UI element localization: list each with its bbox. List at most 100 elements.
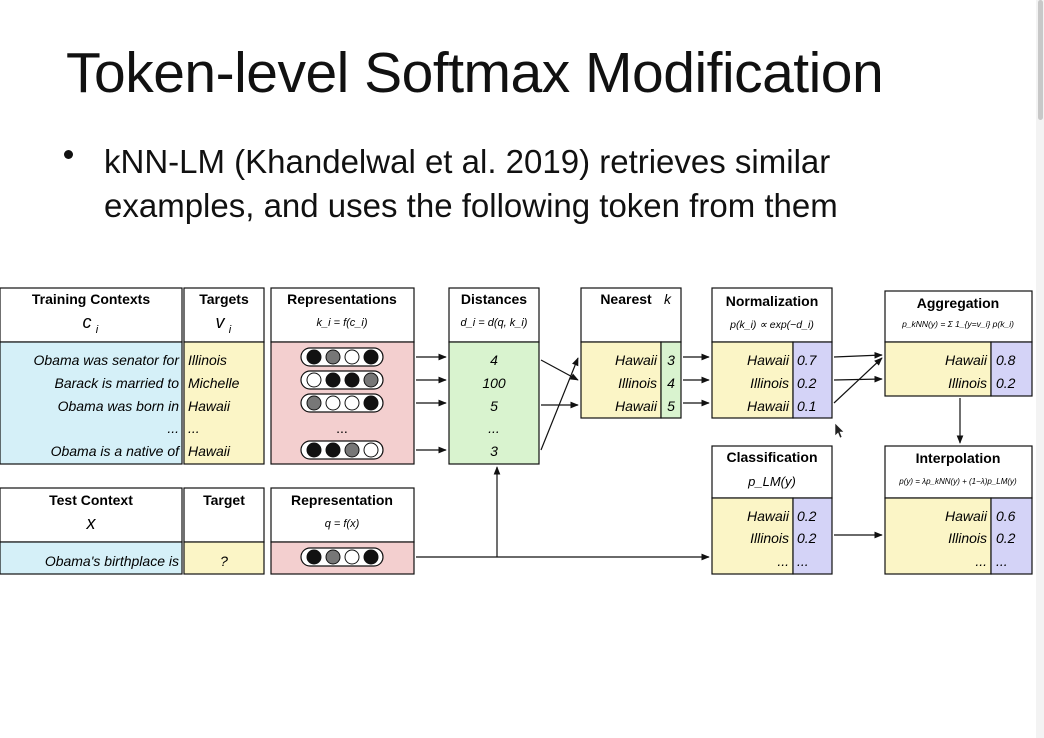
test-context-symbol: x: [86, 513, 97, 533]
normalization-token-3: Hawaii: [747, 398, 790, 414]
training-contexts-symbol: c: [83, 312, 92, 332]
vector-dimension-circle: [325, 442, 341, 458]
target-row-4: ...: [188, 420, 200, 436]
vector-pill: [300, 393, 384, 413]
classification-formula: p_LM(y): [747, 474, 796, 489]
vector-dimension-circle: [344, 349, 360, 365]
vector-dimension-circle: [344, 549, 360, 565]
interpolation-token-2: Illinois: [948, 530, 987, 546]
vector-dimension-circle: [363, 395, 379, 411]
nearest-token-3: Hawaii: [615, 398, 658, 414]
vector-dimension-circle: [363, 372, 379, 388]
interpolation-value-3: ...: [996, 553, 1008, 569]
training-contexts-panel: Training Contexts c i Obama was senator …: [0, 287, 183, 465]
nearest-value-2: 4: [667, 375, 675, 391]
context-row-2: Barack is married to: [55, 375, 180, 391]
classification-panel: Classification p_LM(y) Hawaii 0.2 Illino…: [711, 445, 833, 575]
vector-dimension-circle: [363, 349, 379, 365]
vector-pill: [300, 547, 384, 567]
aggregation-formula: p_kNN(y) = Σ 1_{y=v_i} p(k_i): [901, 319, 1014, 329]
target-row-5: Hawaii: [188, 443, 231, 459]
representation-vector-1: [300, 347, 384, 367]
representation-vector-3: [300, 393, 384, 413]
vector-dimension-circle: [306, 349, 322, 365]
arrow-norm-to-agg-3: [833, 357, 883, 404]
interpolation-header: Interpolation: [916, 450, 1001, 466]
aggregation-token-2: Illinois: [948, 375, 987, 391]
test-representation-header: Representation: [291, 492, 393, 508]
slide-title: Token-level Softmax Modification: [66, 41, 884, 105]
vector-dimension-circle: [306, 549, 322, 565]
vector-dimension-circle: [344, 372, 360, 388]
arrow-norm-to-agg-2: [833, 375, 883, 383]
classification-token-2: Illinois: [750, 530, 789, 546]
vertical-scrollbar[interactable]: [1036, 0, 1044, 738]
targets-symbol: v: [216, 312, 226, 332]
classification-header: Classification: [726, 449, 817, 465]
distance-row-2: 100: [482, 375, 506, 391]
distances-formula: d_i = d(q, k_i): [461, 317, 528, 329]
nearest-token-2: Illinois: [618, 375, 657, 391]
nearest-value-1: 3: [667, 352, 675, 368]
targets-panel: Targets v i Illinois Michelle Hawaii ...…: [183, 287, 265, 465]
nearest-k-header: Nearest: [600, 291, 652, 307]
aggregation-panel: Aggregation p_kNN(y) = Σ 1_{y=v_i} p(k_i…: [884, 290, 1033, 397]
vector-dimension-circle: [306, 372, 322, 388]
representations-formula: k_i = f(c_i): [316, 317, 367, 329]
interpolation-token-3: ...: [975, 553, 987, 569]
distance-row-3: 5: [490, 398, 498, 414]
mouse-cursor-icon: [834, 422, 845, 439]
distances-header: Distances: [461, 291, 527, 307]
distance-row-4: ...: [488, 420, 500, 436]
bullet-dot: [64, 150, 73, 159]
target-row-2: Michelle: [188, 375, 240, 391]
arrow-dist-to-nearest-a: [540, 359, 579, 381]
test-target-header: Target: [203, 492, 245, 508]
representation-vector-2: [300, 370, 384, 390]
training-contexts-header: Training Contexts: [32, 291, 150, 307]
nearest-value-3: 5: [667, 398, 675, 414]
normalization-value-1: 0.7: [797, 352, 818, 368]
bullet-text: kNN-LM (Khandelwal et al. 2019) retrieve…: [104, 143, 838, 224]
context-row-3: Obama was born in: [58, 398, 180, 414]
vector-dimension-circle: [325, 549, 341, 565]
targets-subscript: i: [229, 324, 232, 336]
context-row-1: Obama was senator for: [33, 352, 180, 368]
test-representation-formula: q = f(x): [325, 518, 360, 530]
vector-dimension-circle: [325, 372, 341, 388]
representations-panel: Representations k_i = f(c_i) ...: [270, 287, 415, 465]
aggregation-header: Aggregation: [917, 295, 999, 311]
vector-pill: [300, 440, 384, 460]
nearest-token-1: Hawaii: [615, 352, 658, 368]
target-row-1: Illinois: [188, 352, 227, 368]
training-contexts-subscript: i: [96, 324, 99, 336]
vector-dimension-circle: [344, 442, 360, 458]
representation-ellipsis: ...: [336, 420, 348, 436]
vector-dimension-circle: [325, 395, 341, 411]
classification-token-3: ...: [777, 553, 789, 569]
normalization-formula: p(k_i) ∝ exp(−d_i): [729, 319, 814, 331]
context-row-4: ...: [167, 420, 179, 436]
representations-header: Representations: [287, 291, 397, 307]
arrow-norm-to-agg-1: [833, 351, 883, 359]
vector-dimension-circle: [363, 549, 379, 565]
classification-value-1: 0.2: [797, 508, 817, 524]
normalization-panel: Normalization p(k_i) ∝ exp(−d_i) Hawaii …: [711, 287, 833, 419]
normalization-token-2: Illinois: [750, 375, 789, 391]
scrollbar-thumb[interactable]: [1038, 0, 1043, 120]
vector-dimension-circle: [306, 442, 322, 458]
vector-pill: [300, 347, 384, 367]
context-row-5: Obama is a native of: [51, 443, 182, 459]
test-context-header: Test Context: [49, 492, 133, 508]
vector-dimension-circle: [306, 395, 322, 411]
flow-arrows: [416, 351, 964, 561]
test-representation-vector: [300, 547, 384, 567]
normalization-token-1: Hawaii: [747, 352, 790, 368]
test-context-row: Obama's birthplace is: [45, 553, 179, 569]
vector-dimension-circle: [325, 349, 341, 365]
classification-token-1: Hawaii: [747, 508, 790, 524]
nearest-k-symbol: k: [664, 291, 672, 307]
representation-vector-5: [300, 440, 384, 460]
classification-value-2: 0.2: [797, 530, 817, 546]
nearest-k-panel: Nearest k Hawaii 3 Illinois 4 Hawaii 5: [580, 287, 682, 419]
